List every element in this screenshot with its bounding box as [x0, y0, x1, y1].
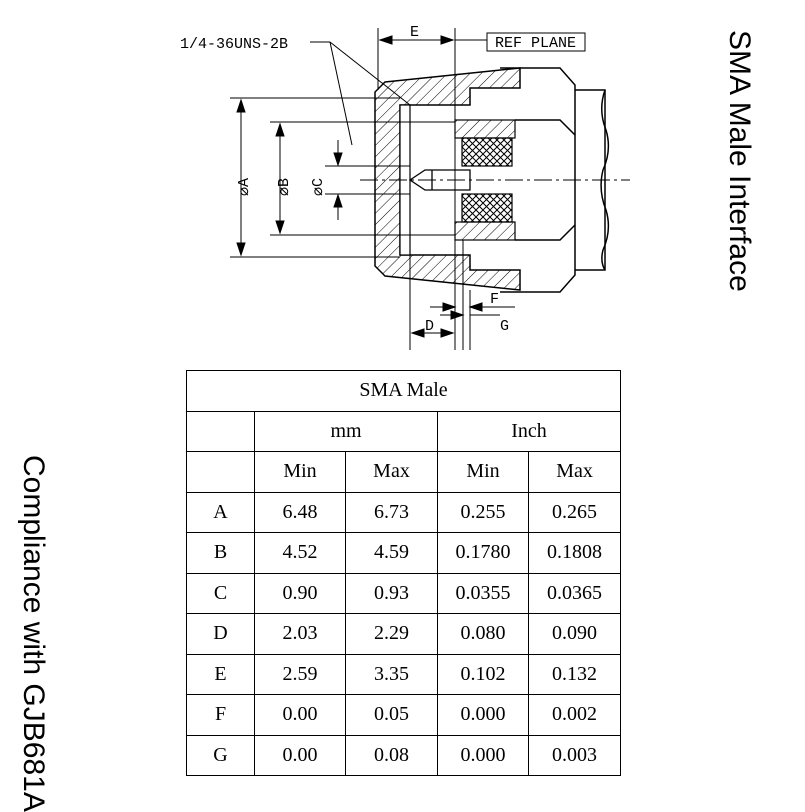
- value-cell: 0.255: [437, 491, 529, 533]
- table-row: E 2.59 3.35 0.102 0.132: [186, 653, 622, 695]
- value-cell: 0.003: [527, 734, 622, 776]
- interface-title: SMA Male Interface: [723, 30, 756, 292]
- value-cell: 0.000: [437, 734, 529, 776]
- dim-label-g: G: [500, 318, 509, 335]
- table-row: F 0.00 0.05 0.000 0.002: [186, 694, 622, 736]
- dim-label-c: ⌀C: [310, 178, 327, 196]
- value-cell: 6.73: [345, 491, 438, 533]
- value-cell: 0.0365: [527, 572, 622, 614]
- value-cell: 0.93: [345, 572, 438, 614]
- e-dimension: [377, 28, 487, 350]
- table-title-row: SMA Male: [185, 370, 622, 412]
- sub-header: Max: [345, 451, 438, 493]
- blank-cell: [186, 451, 255, 493]
- value-cell: 0.132: [527, 653, 622, 695]
- table-row: B 4.52 4.59 0.1780 0.1808: [186, 532, 622, 574]
- ref-plane-box: [486, 32, 586, 52]
- value-cell: 0.00: [254, 694, 346, 736]
- value-cell: 0.08: [345, 734, 438, 776]
- dim-label-e: E: [410, 24, 419, 41]
- value-cell: 0.102: [437, 653, 529, 695]
- value-cell: 0.00: [254, 734, 346, 776]
- value-cell: 0.1808: [527, 532, 622, 574]
- dim-label-b: ⌀B: [276, 178, 293, 196]
- value-cell: 2.29: [345, 613, 438, 655]
- value-cell: 3.35: [345, 653, 438, 695]
- sub-header-row: Min Max Min Max: [186, 451, 622, 493]
- sub-header: Max: [527, 451, 622, 493]
- table-row: D 2.03 2.29 0.080 0.090: [186, 613, 622, 655]
- value-cell: 0.000: [437, 694, 529, 736]
- diameter-dimensions: [230, 97, 455, 258]
- value-cell: 0.90: [254, 572, 346, 614]
- value-cell: 0.090: [527, 613, 622, 655]
- connector-drawing: ⌀A ⌀B ⌀C 1/4-36UNS-2B E REF PLANE F D G: [180, 24, 630, 350]
- dim-label-f: F: [490, 291, 499, 308]
- compliance-title: Compliance with GJB681A: [17, 455, 50, 812]
- value-cell: 4.59: [345, 532, 438, 574]
- value-cell: 6.48: [254, 491, 346, 533]
- table-title: SMA Male: [185, 370, 622, 412]
- dim-label-a: ⌀A: [236, 178, 253, 196]
- sub-header: Min: [437, 451, 529, 493]
- value-cell: 4.52: [254, 532, 346, 574]
- thread-callout: [310, 41, 411, 146]
- thread-label: 1/4-36UNS-2B: [180, 36, 288, 53]
- unit-header-mm: mm: [254, 410, 438, 452]
- table-row: G 0.00 0.08 0.000 0.003: [186, 734, 622, 776]
- value-cell: 0.0355: [437, 572, 529, 614]
- dimension-table: SMA Male mm Inch Min Max Min Max A 6.48 …: [185, 370, 622, 776]
- dim-cell: D: [186, 613, 255, 655]
- blank-cell: [186, 410, 255, 452]
- value-cell: 0.080: [437, 613, 529, 655]
- value-cell: 2.03: [254, 613, 346, 655]
- dim-cell: C: [186, 572, 255, 614]
- table-row: A 6.48 6.73 0.255 0.265: [186, 491, 622, 533]
- value-cell: 0.05: [345, 694, 438, 736]
- dielectric: [461, 137, 513, 223]
- dim-label-d: D: [425, 318, 434, 335]
- dim-cell: B: [186, 532, 255, 574]
- sub-header: Min: [254, 451, 346, 493]
- value-cell: 0.002: [527, 694, 622, 736]
- table-row: C 0.90 0.93 0.0355 0.0365: [186, 572, 622, 614]
- dim-cell: G: [186, 734, 255, 776]
- ref-plane-label: REF PLANE: [495, 35, 576, 52]
- unit-header-row: mm Inch: [186, 410, 622, 452]
- value-cell: 0.265: [527, 491, 622, 533]
- unit-header-inch: Inch: [436, 410, 622, 452]
- bottom-dimensions: [409, 240, 515, 350]
- value-cell: 2.59: [254, 653, 346, 695]
- value-cell: 0.1780: [437, 532, 529, 574]
- dim-cell: E: [186, 653, 255, 695]
- dim-cell: F: [186, 694, 255, 736]
- dim-cell: A: [186, 491, 255, 533]
